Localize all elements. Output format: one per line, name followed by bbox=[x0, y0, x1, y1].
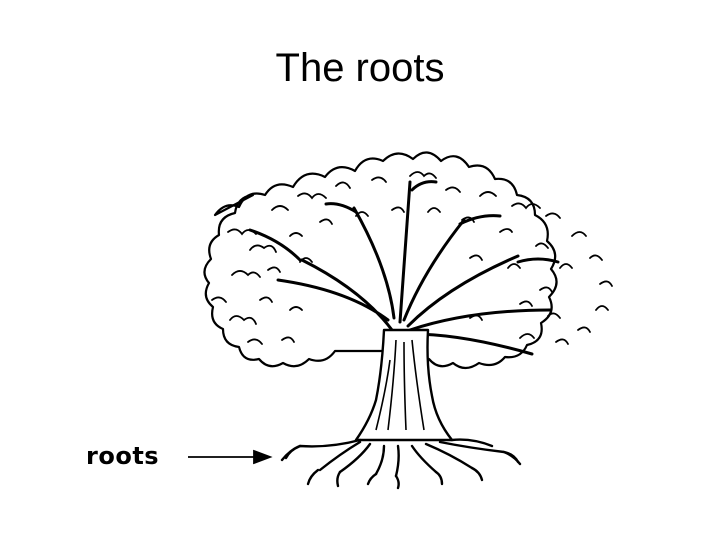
slide-title: The roots bbox=[275, 46, 445, 90]
trunk-bark-lines bbox=[375, 339, 425, 431]
tree-branches bbox=[248, 180, 560, 356]
arrow-right-icon bbox=[188, 449, 273, 465]
roots-label: roots bbox=[86, 442, 160, 470]
tree-roots bbox=[280, 438, 522, 490]
leaf-clusters bbox=[211, 171, 613, 345]
